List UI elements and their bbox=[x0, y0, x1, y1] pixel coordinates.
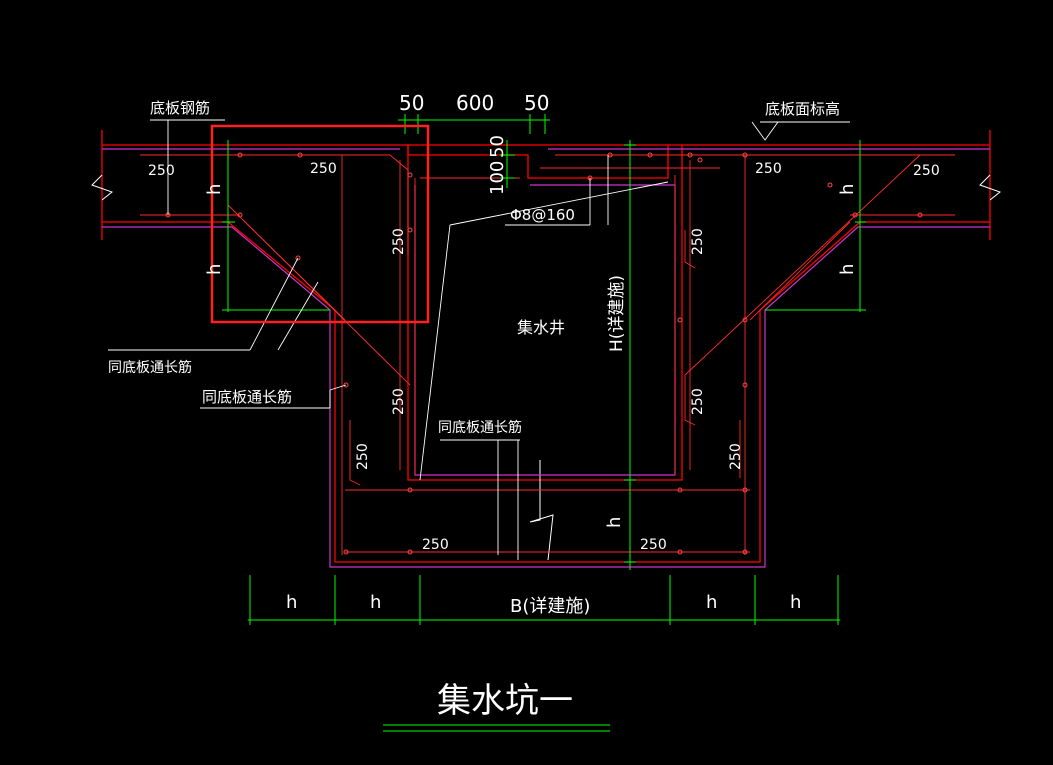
dim-vertical-100: 100 bbox=[487, 161, 508, 195]
dim-top-50-left: 50 bbox=[399, 91, 424, 115]
label-same-as-slab-3: 同底板通长筋 bbox=[438, 419, 522, 436]
dim-250-left-wall-lower: 250 bbox=[391, 388, 407, 415]
dim-250-left-outer: 250 bbox=[355, 443, 371, 470]
dim-h-bottom: h bbox=[604, 517, 625, 528]
dim-250-left-wall-upper: 250 bbox=[391, 228, 407, 255]
label-width-note: B(详建施) bbox=[510, 596, 590, 617]
dim-vertical-50: 50 bbox=[487, 135, 508, 158]
dim-250-bottom-right: 250 bbox=[640, 537, 667, 553]
label-same-as-slab-2: 同底板通长筋 bbox=[202, 388, 292, 406]
label-rebar-spec: Φ8@160 bbox=[510, 206, 575, 224]
dim-250-right-wall-lower: 250 bbox=[690, 388, 706, 415]
rebar-dots bbox=[165, 152, 923, 555]
label-slab-top-elevation: 底板面标高 bbox=[765, 100, 840, 118]
dim-h-left-upper: h bbox=[204, 184, 225, 195]
dim-h-left-lower: h bbox=[204, 264, 225, 275]
dim-h-chain-2: h bbox=[370, 592, 381, 613]
dim-250-bottom-left: 250 bbox=[422, 537, 449, 553]
dim-h-chain-3: h bbox=[706, 592, 717, 613]
leader-lines bbox=[108, 119, 850, 560]
label-height-note: H(详建施) bbox=[607, 275, 627, 352]
dim-top-50-right: 50 bbox=[524, 91, 549, 115]
dim-h-chain-4: h bbox=[790, 592, 801, 613]
rebar-lines bbox=[140, 154, 955, 555]
dim-250-right-wall-upper: 250 bbox=[690, 228, 706, 255]
highlight-box bbox=[210, 124, 430, 324]
dim-250-right-top: 250 bbox=[755, 161, 782, 177]
dim-250-left-top: 250 bbox=[310, 161, 337, 177]
dim-250-left-slab: 250 bbox=[148, 163, 175, 179]
label-sump-well: 集水井 bbox=[517, 318, 565, 337]
dim-250-right-outer: 250 bbox=[728, 443, 744, 470]
label-bottom-slab-rebar: 底板钢筋 bbox=[150, 99, 210, 117]
concrete-outline bbox=[101, 130, 991, 563]
dim-top-600: 600 bbox=[456, 91, 494, 115]
break-symbols bbox=[91, 174, 1002, 561]
dim-250-right-slab: 250 bbox=[913, 163, 940, 179]
label-same-as-slab-1: 同底板通长筋 bbox=[108, 359, 192, 376]
dim-h-chain-1: h bbox=[286, 592, 297, 613]
dimension-lines bbox=[222, 114, 866, 732]
dim-h-right-lower: h bbox=[837, 264, 858, 275]
dim-h-right-upper: h bbox=[837, 184, 858, 195]
drawing-title: 集水坑一 bbox=[437, 681, 573, 721]
